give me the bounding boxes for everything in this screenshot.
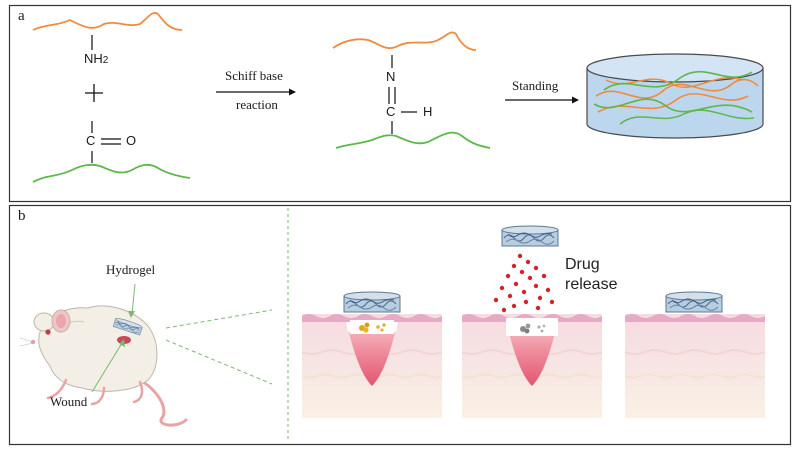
imine-c-label: C xyxy=(386,104,396,119)
hydrogel-on-wound-1 xyxy=(343,291,401,313)
standing-label: Standing xyxy=(512,78,559,93)
imine-h-label: H xyxy=(423,104,433,119)
zoom-line-bottom xyxy=(165,339,273,385)
carbonyl-c-label: C xyxy=(86,133,96,148)
carbonyl-o-label: O xyxy=(126,133,137,148)
skin-section-wound xyxy=(301,313,443,419)
reaction-label-line1: Schiff base xyxy=(225,68,283,83)
reaction-arrowhead xyxy=(289,88,296,96)
mouse-illustration xyxy=(19,305,188,427)
imine-n-label: N xyxy=(386,69,396,84)
amine-group-label: NH2 xyxy=(84,51,108,66)
hydrogel-cylinder xyxy=(586,53,764,139)
zoom-line-top xyxy=(165,309,273,329)
panel-b-frame xyxy=(8,204,792,446)
drug-label-line1: Drug xyxy=(565,256,600,273)
wound-leader-head xyxy=(119,339,125,347)
drug-particles xyxy=(493,253,555,313)
standing-arrowhead xyxy=(572,96,579,104)
panel-a-frame xyxy=(8,4,792,203)
reaction-label-line2: reaction xyxy=(236,97,278,112)
panel-b-label: b xyxy=(18,208,26,224)
amine-subscript: 2 xyxy=(102,55,109,66)
hydrogel-label: Hydrogel xyxy=(106,262,156,277)
wound-leader xyxy=(91,342,123,393)
panel-a-label: a xyxy=(18,8,25,24)
skin-section-release xyxy=(461,313,603,419)
amine-group-text: NH xyxy=(84,51,103,66)
product-amine-chain xyxy=(332,31,477,51)
hydrogel-leader xyxy=(131,283,136,315)
hydrogel-leader-head xyxy=(128,311,135,318)
skin-section-healed xyxy=(624,313,766,419)
aldehyde-polymer-chain xyxy=(32,163,191,183)
hydrogel-lifted xyxy=(501,225,559,247)
wound-label: Wound xyxy=(50,394,88,409)
amine-polymer-chain xyxy=(32,12,183,31)
hydrogel-on-healed xyxy=(665,291,723,313)
product-aldehyde-chain xyxy=(335,131,491,149)
drug-label-line2: release xyxy=(565,276,618,293)
